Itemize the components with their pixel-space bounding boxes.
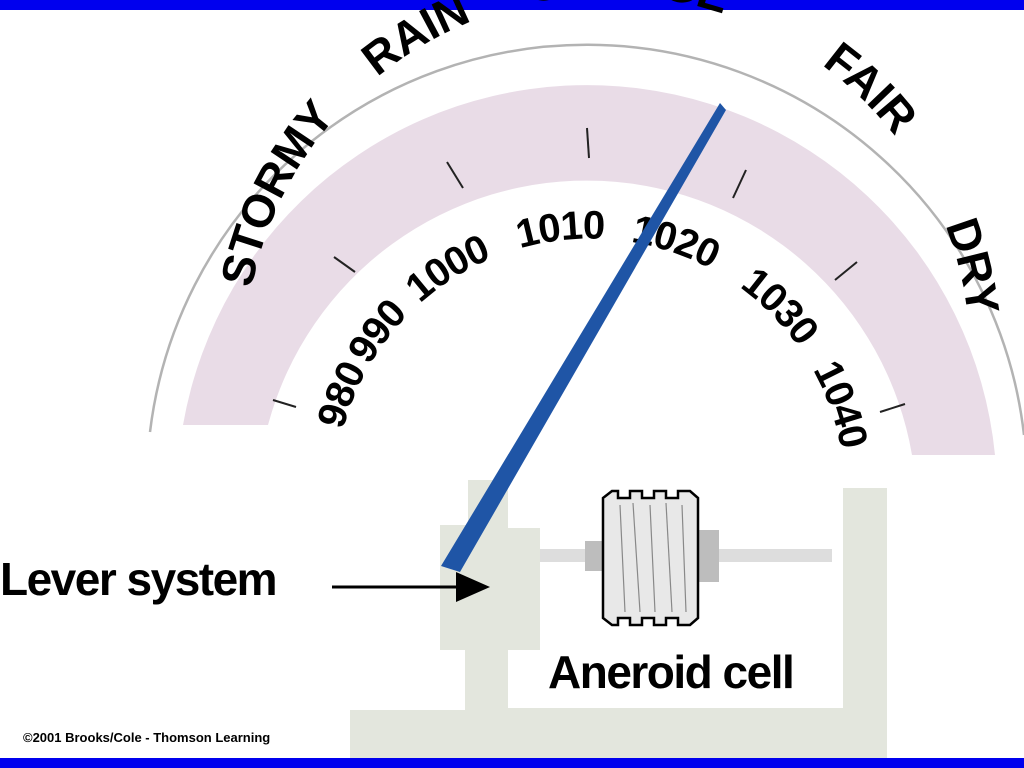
scale-label-990: 990 [340,291,416,370]
scale-label-980: 980 [309,355,375,432]
scale-label-1030: 1030 [734,259,828,352]
svg-text:1000: 1000 [397,227,495,311]
svg-text:1040: 1040 [805,354,876,451]
tick-mark [834,261,858,281]
svg-text:FAIR: FAIR [815,32,927,143]
scale-label-1010: 1010 [512,203,606,256]
pointer-needle [441,103,726,572]
tick-mark [586,127,590,159]
svg-text:1010: 1010 [512,203,605,256]
aneroid-cell-label: Aneroid cell [548,646,795,698]
dial-band [183,85,995,455]
mechanism-housing [350,480,887,758]
copyright-notice: ©2001 Brooks/Cole - Thomson Learning [23,730,271,745]
scale-label-1040: 1040 [805,354,877,451]
tick-mark [333,256,356,273]
dial-tick-marks [272,127,906,413]
rod-collar-right [697,530,719,582]
lever-system-label: Lever system [0,553,278,605]
weather-word-fair: FAIR [815,32,928,143]
tick-mark [446,161,464,189]
scale-label-1000: 1000 [397,227,496,311]
svg-text:RAIN: RAIN [352,0,476,85]
top-frame-bar [0,0,1024,10]
svg-text:990: 990 [340,291,415,370]
aneroid-cell-shape [601,489,700,627]
tick-mark [879,403,906,413]
tick-mark [732,169,747,199]
svg-text:1030: 1030 [734,259,827,352]
aneroid-cell-body [601,489,700,627]
svg-text:980: 980 [309,355,374,432]
tick-mark [272,399,297,408]
rod-collar-left [585,541,607,571]
bottom-frame-bar [0,758,1024,768]
weather-word-rain: RAIN [352,0,477,85]
lever-arrow-head [456,572,490,602]
dial-rim [148,43,1024,436]
svg-text:CHANGE: CHANGE [522,0,735,23]
weather-word-change: CHANGE [522,0,735,23]
